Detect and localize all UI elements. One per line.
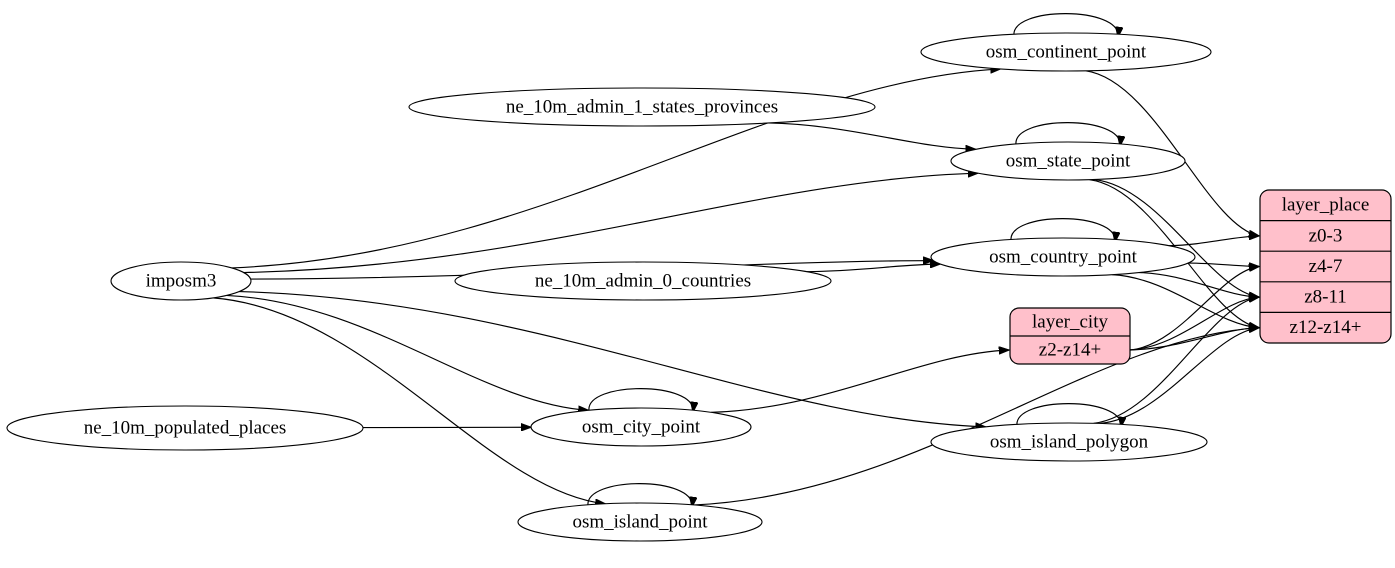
- ne_10m_admin_1_states_provinces-ellipse[interactable]: [408, 87, 876, 127]
- node-osm_island_polygon[interactable]: osm_island_polygon: [930, 422, 1208, 462]
- ne_10m_populated_places-ellipse[interactable]: [6, 405, 364, 451]
- edge-osm_island_polygon-to-layer_place_z12-z14+: [1099, 328, 1259, 425]
- self-loop-osm_city_point: [588, 388, 693, 412]
- node-osm_state_point[interactable]: osm_state_point: [950, 141, 1186, 181]
- self-loop-osm_state_point: [1015, 122, 1120, 146]
- edge-layer_city_z2-z14+-to-layer_place_z8-11: [1129, 297, 1259, 351]
- node-osm_continent_point[interactable]: osm_continent_point: [920, 32, 1212, 72]
- edge-osm_country_point-to-layer_place_z0-3: [1168, 236, 1259, 247]
- edge-imposm3-to-osm_state_point: [243, 173, 978, 274]
- node-ne_10m_admin_0_countries[interactable]: ne_10m_admin_0_countries: [454, 261, 832, 301]
- edge-imposm3-to-osm_island_point: [213, 297, 605, 504]
- self-loop-osm_island_point: [587, 483, 692, 507]
- self-loop-osm_continent_point: [1013, 13, 1118, 37]
- edge-imposm3-to-osm_city_point: [226, 294, 588, 410]
- edge-imposm3-to-osm_island_polygon: [239, 290, 985, 427]
- node-ne_10m_populated_places[interactable]: ne_10m_populated_places: [6, 405, 364, 451]
- edge-osm_state_point-to-layer_place_z8-11: [1094, 178, 1259, 298]
- imposm3-ellipse[interactable]: [110, 261, 252, 301]
- edge-osm_country_point-to-layer_place_z4-7: [1188, 263, 1259, 266]
- osm_city_point-ellipse[interactable]: [530, 407, 752, 447]
- osm_island_polygon-ellipse[interactable]: [930, 422, 1208, 462]
- node-osm_country_point[interactable]: osm_country_point: [930, 237, 1196, 277]
- node-osm_island_point[interactable]: osm_island_point: [517, 502, 763, 542]
- self-loop-osm_island_polygon: [1016, 403, 1121, 427]
- layer_place-box[interactable]: [1259, 189, 1392, 344]
- osm_country_point-ellipse[interactable]: [930, 237, 1196, 277]
- edge-osm_island_point-to-layer_place_z12-z14+: [694, 328, 1259, 506]
- ne_10m_admin_0_countries-ellipse[interactable]: [454, 261, 832, 301]
- osm_continent_point-ellipse[interactable]: [920, 32, 1212, 72]
- self-loop-osm_country_point: [1010, 218, 1115, 242]
- node-ne_10m_admin_1_states_provinces[interactable]: ne_10m_admin_1_states_provinces: [408, 87, 876, 127]
- edge-osm_island_polygon-to-layer_place_z8-11: [1093, 297, 1259, 424]
- node-imposm3[interactable]: imposm3: [110, 261, 252, 301]
- edge-osm_continent_point-to-layer_place_z0-3: [1085, 70, 1259, 236]
- nodes-layer: imposm3 ne_10m_admin_1_states_provincesne…: [6, 32, 1392, 542]
- edge-layer_city_z2-z14+-to-layer_place_z4-7: [1129, 267, 1259, 351]
- osm_state_point-ellipse[interactable]: [950, 141, 1186, 181]
- edge-ne_10m_admin_1_states_provinces-to-osm_state_point: [768, 122, 976, 149]
- edge-osm_country_point-to-layer_place_z8-11: [1139, 271, 1259, 298]
- edge-imposm3-to-osm_continent_point: [231, 69, 1001, 269]
- node-osm_city_point[interactable]: osm_city_point: [530, 407, 752, 447]
- edge-ne_10m_admin_0_countries-to-osm_country_point: [806, 264, 941, 273]
- edge-osm_city_point-to-layer_city_z2-z14+: [711, 350, 1009, 413]
- osm_island_point-ellipse[interactable]: [517, 502, 763, 542]
- edge-osm_country_point-to-layer_place_z12-z14+: [1112, 274, 1259, 328]
